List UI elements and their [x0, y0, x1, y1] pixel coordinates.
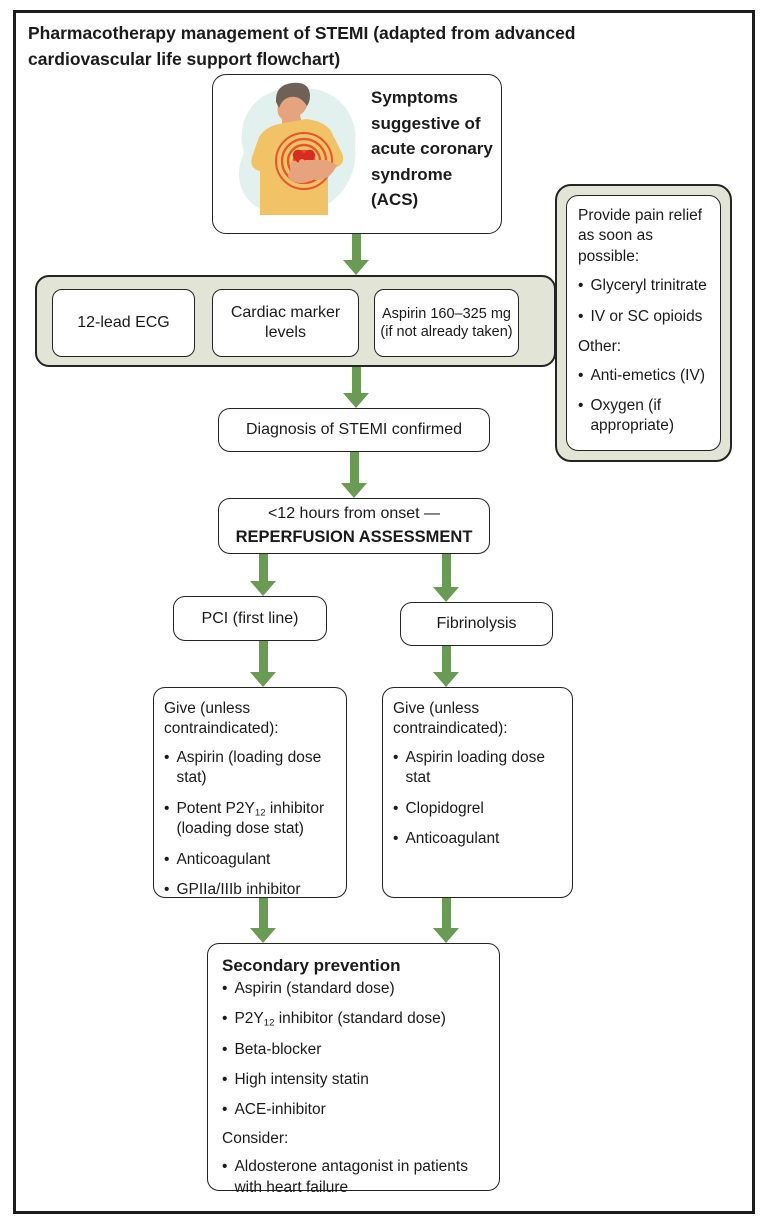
pain-relief-subheading: Other:	[578, 337, 622, 355]
bullet-icon: •	[393, 799, 399, 817]
arrow-pci-to-give	[250, 641, 276, 687]
give-pci-heading: Give (unless contraindicated):	[164, 700, 279, 738]
bullet-icon: •	[578, 397, 584, 415]
give-pci-box: Give (unless contraindicated): •Aspirin …	[153, 687, 347, 898]
arrow-fibrinolysis-to-give	[433, 646, 459, 687]
page-title: Pharmacotherapy management of STEMI (ada…	[28, 20, 688, 73]
give-fibrinolysis-list: •Aspirin loading dose stat •Clopidogrel …	[393, 748, 566, 849]
give-fibrinolysis-heading: Give (unless contraindicated):	[393, 700, 508, 738]
initial-tests-container: 12-lead ECG Cardiac marker levels Aspiri…	[35, 275, 556, 367]
person-clutching-chest-icon	[213, 75, 369, 233]
list-item: •IV or SC opioids	[578, 307, 714, 327]
symptoms-label: Symptoms suggestive of acute coronary sy…	[371, 88, 493, 209]
diagnosis-box: Diagnosis of STEMI confirmed	[218, 408, 490, 452]
pain-relief-heading: Provide pain relief as soon as possible:	[578, 207, 703, 265]
bullet-icon: •	[222, 1071, 228, 1089]
give-pci-list: •Aspirin (loading dose stat) •Potent P2Y…	[164, 748, 340, 900]
aspirin-label: Aspirin 160–325 mg (if not already taken…	[380, 305, 513, 340]
list-item: •Anticoagulant	[393, 829, 566, 849]
reperfusion-box: <12 hours from onset — REPERFUSION ASSES…	[218, 498, 490, 554]
ecg-label: 12-lead ECG	[77, 314, 170, 331]
bullet-icon: •	[222, 1010, 228, 1028]
secondary-prevention-heading: Secondary prevention	[222, 956, 401, 975]
bullet-icon: •	[578, 277, 584, 295]
bullet-icon: •	[164, 850, 170, 868]
pain-relief-list: •Glyceryl trinitrate •IV or SC opioids	[578, 276, 714, 326]
arrow-symptoms-to-tests	[343, 234, 369, 275]
list-item: •Aldosterone antagonist in patients with…	[222, 1157, 489, 1197]
list-item: •GPIIa/IIIb inhibitor	[164, 880, 340, 900]
list-item: •Aspirin (loading dose stat)	[164, 748, 340, 788]
list-item: •Glyceryl trinitrate	[578, 276, 714, 296]
bullet-icon: •	[578, 367, 584, 385]
list-item: •Clopidogrel	[393, 799, 566, 819]
arrow-tests-to-diagnosis	[343, 367, 369, 408]
pci-label: PCI (first line)	[201, 609, 299, 627]
pain-relief-container: Provide pain relief as soon as possible:…	[555, 184, 732, 462]
cardiac-markers-label: Cardiac marker levels	[230, 304, 341, 341]
secondary-prevention-box: Secondary prevention •Aspirin (standard …	[207, 943, 500, 1196]
reperfusion-line-1: <12 hours from onset —	[267, 505, 441, 523]
bullet-icon: •	[164, 799, 170, 817]
bullet-icon: •	[222, 1101, 228, 1119]
arrow-diagnosis-to-reperfusion	[341, 452, 367, 498]
arrow-reperfusion-to-fibrinolysis	[433, 554, 459, 602]
list-item: •ACE-inhibitor	[222, 1100, 489, 1120]
bullet-icon: •	[164, 880, 170, 898]
fibrinolysis-box: Fibrinolysis	[400, 602, 553, 646]
title-line-1: Pharmacotherapy management of STEMI (ada…	[28, 23, 576, 43]
list-item: •Potent P2Y12 inhibitor (loading dose st…	[164, 799, 340, 840]
list-item: •Aspirin loading dose stat	[393, 748, 566, 788]
list-item: •Anticoagulant	[164, 850, 340, 870]
bullet-icon: •	[578, 307, 584, 325]
test-box-cardiac-markers: Cardiac marker levels	[212, 289, 359, 357]
bullet-icon: •	[222, 1041, 228, 1059]
arrow-give-pci-to-secondary	[250, 898, 276, 943]
bullet-icon: •	[222, 1158, 228, 1176]
test-box-aspirin: Aspirin 160–325 mg (if not already taken…	[374, 289, 519, 357]
consider-list: •Aldosterone antagonist in patients with…	[222, 1157, 489, 1197]
bullet-icon: •	[164, 749, 170, 767]
test-box-ecg: 12-lead ECG	[52, 289, 195, 357]
list-item: •P2Y12 inhibitor (standard dose)	[222, 1010, 446, 1029]
diagnosis-label: Diagnosis of STEMI confirmed	[245, 421, 463, 438]
pain-relief-other-list: •Anti-emetics (IV) •Oxygen (if appropria…	[578, 366, 714, 436]
secondary-prevention-list: •Aspirin (standard dose) •P2Y12 inhibito…	[222, 979, 489, 1120]
consider-label: Consider:	[222, 1130, 289, 1148]
give-fibrinolysis-box: Give (unless contraindicated): •Aspirin …	[382, 687, 573, 898]
list-item: •Anti-emetics (IV)	[578, 366, 714, 386]
reperfusion-line-2: REPERFUSION ASSESSMENT	[235, 527, 473, 546]
bullet-icon: •	[393, 829, 399, 847]
list-item: •Aspirin (standard dose)	[222, 979, 489, 999]
symptoms-box: Symptoms suggestive of acute coronary sy…	[212, 74, 502, 234]
fibrinolysis-label: Fibrinolysis	[436, 615, 517, 632]
arrow-reperfusion-to-pci	[250, 554, 276, 596]
bullet-icon: •	[222, 980, 228, 997]
list-item: •Beta-blocker	[222, 1040, 489, 1060]
arrow-give-fibrinolysis-to-secondary	[433, 898, 459, 943]
pci-box: PCI (first line)	[173, 596, 327, 641]
pain-relief-box: Provide pain relief as soon as possible:…	[566, 195, 721, 451]
list-item: •High intensity statin	[222, 1070, 489, 1090]
bullet-icon: •	[393, 749, 399, 767]
list-item: •Oxygen (if appropriate)	[578, 396, 714, 436]
title-line-2: cardiovascular life support flowchart)	[28, 49, 341, 70]
